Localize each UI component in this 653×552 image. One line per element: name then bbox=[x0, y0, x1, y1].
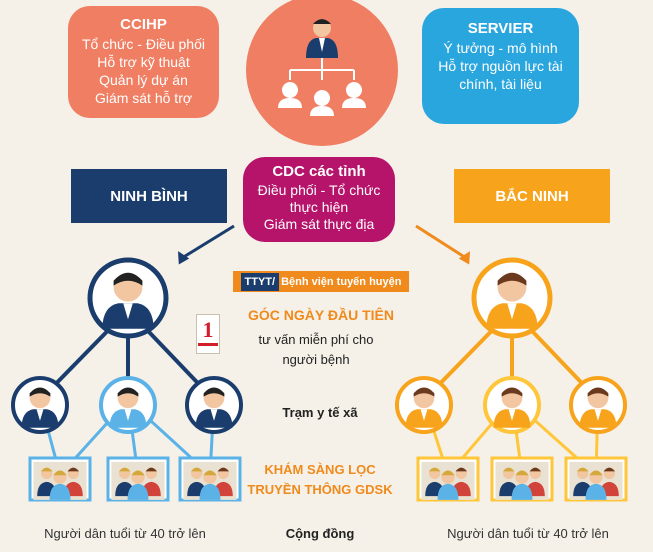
desc-line: tư vấn miễn phí cho bbox=[258, 332, 374, 347]
ccihp-line: Quản lý dự án bbox=[99, 72, 188, 88]
desc-line: người bệnh bbox=[282, 352, 350, 367]
population-right-label: Người dân tuổi từ 40 trở lên bbox=[447, 526, 609, 541]
cdc-line: thực hiện bbox=[289, 199, 349, 215]
cdc-line: Giám sát thực địa bbox=[263, 216, 375, 232]
group-icon bbox=[495, 461, 549, 500]
arrow-icon bbox=[415, 224, 470, 265]
servier-line: Ý tưởng - mô hình bbox=[443, 40, 558, 56]
org-chart-icon bbox=[246, 0, 398, 146]
hospital-label: Bệnh viện tuyến huyện bbox=[281, 275, 402, 288]
group-icon bbox=[33, 461, 87, 500]
ccihp-line: Tổ chức - Điều phối bbox=[82, 36, 205, 52]
commune-health-station-label: Trạm y tế xã bbox=[282, 405, 358, 420]
servier-title: SERVIER bbox=[467, 20, 534, 37]
badge-number: 1 bbox=[202, 317, 214, 342]
region-ninh-binh: NINH BÌNH bbox=[71, 169, 227, 223]
screening-label: KHÁM SÀNG LỌC bbox=[264, 462, 376, 477]
district-hospital-banner: TTYT/ Bệnh viện tuyến huyện bbox=[233, 271, 409, 292]
cdc-line: Điều phối - Tổ chức bbox=[257, 182, 381, 198]
community-label: Cộng đồng bbox=[285, 526, 355, 541]
ccihp-title: CCIHP bbox=[120, 16, 167, 33]
cdc-box: CDC các tỉnh Điều phối - Tổ chức thực hi… bbox=[243, 157, 395, 242]
ccihp-line: Hỗ trợ kỹ thuật bbox=[97, 54, 190, 70]
servier-box: SERVIER Ý tưởng - mô hình Hỗ trợ nguồn l… bbox=[422, 8, 579, 124]
communication-label: TRUYỀN THÔNG GDSK bbox=[247, 482, 393, 497]
day-one-badge-icon: 1 bbox=[196, 314, 220, 354]
arrow-icon bbox=[178, 224, 235, 265]
right-hierarchy-tree bbox=[395, 257, 628, 502]
servier-line: Hỗ trợ nguồn lực tài bbox=[438, 58, 563, 74]
group-icon bbox=[569, 461, 623, 500]
servier-line: chính, tài liệu bbox=[459, 76, 542, 92]
first-day-corner-title: GÓC NGÀY ĐẦU TIÊN bbox=[248, 307, 394, 323]
ttyt-label: TTYT/ bbox=[240, 272, 280, 291]
ccihp-line: Giám sát hỗ trợ bbox=[94, 90, 193, 106]
first-day-corner-desc: tư vấn miễn phí cho người bệnh bbox=[236, 330, 396, 370]
group-icon bbox=[111, 461, 165, 500]
left-hierarchy-tree bbox=[11, 257, 243, 502]
region-bac-ninh: BẮC NINH bbox=[454, 169, 610, 223]
ccihp-box: CCIHP Tổ chức - Điều phối Hỗ trợ kỹ thuậ… bbox=[68, 6, 219, 118]
cdc-title: CDC các tỉnh bbox=[272, 163, 366, 180]
population-left-label: Người dân tuổi từ 40 trở lên bbox=[44, 526, 206, 541]
